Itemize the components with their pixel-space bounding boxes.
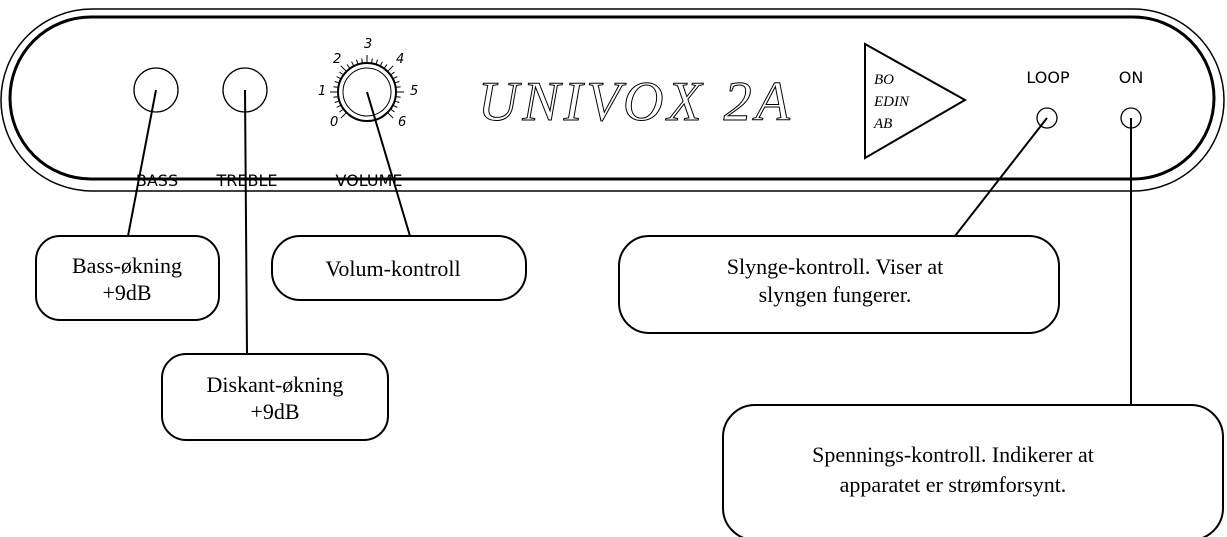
volume-scale-tick bbox=[396, 86, 401, 88]
power-callout-box bbox=[722, 404, 1224, 537]
volume-scale-tick bbox=[339, 71, 344, 75]
power-callout-line-1: Spennings-kontroll. Indikerer at bbox=[812, 442, 1094, 467]
volume-scale-tick bbox=[390, 71, 395, 75]
volume-scale-tick bbox=[351, 61, 354, 66]
bass-callout-line-1: Bass-økning bbox=[72, 253, 182, 278]
volume-scale-tick bbox=[393, 76, 398, 79]
brand-title: UNIVOX 2A bbox=[478, 71, 794, 133]
bass-leader-line bbox=[127, 89, 157, 237]
volume-label: VOLUME bbox=[336, 171, 403, 190]
volume-scale-tick bbox=[375, 59, 378, 64]
loop-indicator-lamp bbox=[1036, 107, 1058, 129]
volume-scale-tick bbox=[387, 65, 394, 72]
volume-scale-tick bbox=[334, 100, 339, 103]
volume-scale-tick bbox=[380, 61, 383, 66]
logo-triangle bbox=[864, 42, 968, 160]
volume-scale-6: 6 bbox=[398, 115, 406, 130]
volume-scale-tick bbox=[361, 58, 363, 63]
volume-scale-tick bbox=[340, 65, 347, 72]
volume-scale-tick bbox=[393, 105, 398, 108]
bass-label: BASS bbox=[136, 171, 178, 190]
loop-label: LOOP bbox=[1026, 68, 1070, 87]
volume-scale-tick bbox=[384, 64, 388, 68]
panel-inner-outline bbox=[8, 15, 1216, 181]
volume-scale-tick bbox=[395, 81, 400, 84]
treble-leader-line bbox=[244, 89, 248, 355]
volume-scale-ticks bbox=[330, 55, 404, 119]
treble-callout-line-2: +9dB bbox=[250, 399, 299, 424]
volume-scale-2: 2 bbox=[333, 52, 341, 67]
volume-scale-tick bbox=[334, 81, 339, 84]
loop-callout-box bbox=[618, 235, 1060, 334]
volume-scale-tick bbox=[333, 96, 338, 98]
bass-callout-line-2: +9dB bbox=[102, 280, 151, 305]
loop-callout-line-1: Slynge-kontroll. Viser at bbox=[727, 254, 943, 279]
volume-scale-tick bbox=[356, 59, 359, 64]
volume-knob bbox=[337, 62, 397, 122]
volume-scale-tick bbox=[340, 112, 347, 119]
loop-callout-line-2: slyngen fungerer. bbox=[759, 282, 912, 307]
volume-scale-4: 4 bbox=[396, 52, 404, 67]
panel-outer-outline bbox=[0, 8, 1225, 192]
volume-scale-tick bbox=[387, 112, 394, 119]
volume-scale-tick bbox=[371, 58, 373, 63]
volume-leader-line bbox=[366, 91, 411, 237]
bass-knob bbox=[133, 67, 179, 113]
volume-scale-tick bbox=[346, 64, 350, 68]
volume-callout-line-1: Volum-kontroll bbox=[325, 256, 460, 281]
logo-line-1: BO bbox=[874, 72, 894, 88]
treble-callout-box bbox=[161, 353, 389, 441]
volume-scale-1: 1 bbox=[318, 84, 326, 99]
volume-scale-tick bbox=[396, 96, 401, 98]
volume-scale-3: 3 bbox=[364, 37, 372, 52]
loop-leader-line bbox=[954, 117, 1048, 237]
volume-scale-tick bbox=[333, 86, 338, 88]
volume-scale-0: 0 bbox=[330, 115, 338, 130]
volume-knob-inner bbox=[342, 67, 392, 117]
volume-scale-tick bbox=[336, 105, 341, 108]
power-callout-line-2: apparatet er strømforsynt. bbox=[840, 472, 1067, 497]
volume-scale-tick bbox=[336, 76, 341, 79]
treble-callout-line-1: Diskant-økning bbox=[207, 372, 344, 397]
volume-scale-tick bbox=[390, 109, 395, 113]
on-label: ON bbox=[1119, 68, 1144, 87]
volume-callout-box bbox=[271, 235, 527, 301]
logo-line-2: EDIN bbox=[873, 94, 910, 110]
volume-scale-5: 5 bbox=[410, 84, 418, 99]
volume-scale-tick bbox=[395, 100, 400, 103]
bass-callout-box bbox=[35, 235, 220, 321]
volume-scale-tick bbox=[339, 109, 344, 113]
logo-line-3: AB bbox=[873, 116, 892, 132]
